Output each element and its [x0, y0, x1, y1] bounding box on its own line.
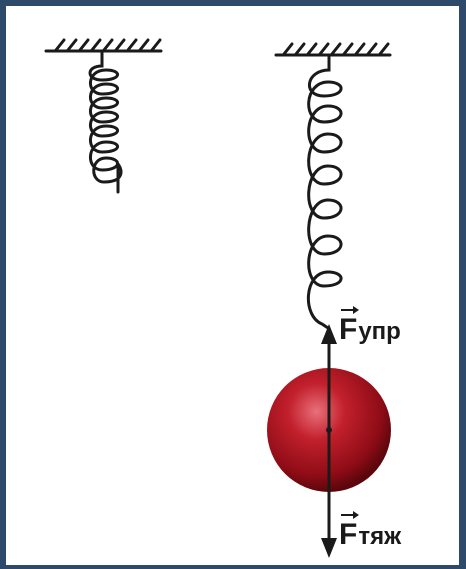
- gravity-force-arrowhead: [321, 538, 337, 558]
- gravity-force-subscript: тяж: [358, 523, 402, 550]
- spring-unstretched: [88, 51, 123, 194]
- gravity-force-symbol: F: [339, 511, 360, 551]
- elastic-force-symbol: F: [339, 306, 360, 346]
- elastic-force-arrowhead: [321, 324, 337, 344]
- ceiling-support-left: [44, 38, 163, 53]
- gravity-force-label: Fтяж: [339, 511, 402, 551]
- spring-diagram: [44, 38, 392, 558]
- diagram-card: Fупр Fтяж: [6, 6, 459, 565]
- ceiling-support-right: [274, 42, 392, 57]
- elastic-force-subscript: упр: [358, 318, 401, 345]
- center-dot: [326, 427, 332, 433]
- elastic-force-label: Fупр: [339, 306, 401, 346]
- spring-stretched: [307, 55, 343, 330]
